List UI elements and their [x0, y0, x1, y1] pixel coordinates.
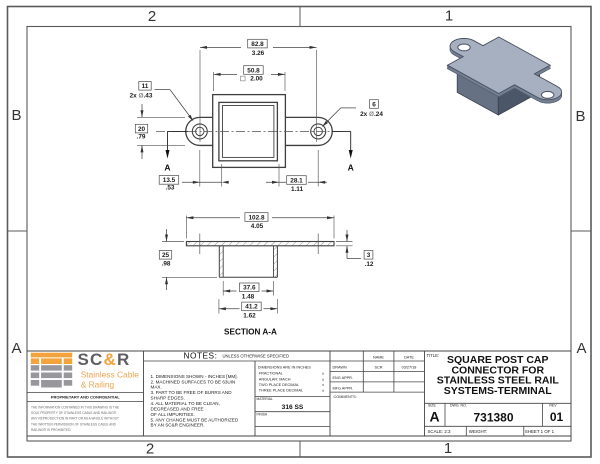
svg-text:NOTES:: NOTES:	[184, 351, 218, 361]
svg-text:316 SS: 316 SS	[282, 404, 304, 411]
svg-text:SQUARE POST CAP: SQUARE POST CAP	[447, 354, 549, 366]
svg-text:& Railing: & Railing	[81, 379, 115, 389]
svg-text:MFG APPR.: MFG APPR.	[333, 386, 354, 390]
svg-text:ANGULAR: MACH: ANGULAR: MACH	[259, 377, 291, 381]
svg-text:SCALE: 2:3: SCALE: 2:3	[428, 429, 451, 434]
svg-text:1.11: 1.11	[291, 186, 304, 193]
svg-text:731380: 731380	[473, 410, 513, 424]
svg-text:WEIGHT:: WEIGHT:	[469, 429, 487, 434]
svg-text:NAME: NAME	[373, 356, 384, 360]
svg-text:25: 25	[162, 252, 170, 259]
svg-text:REV: REV	[549, 404, 557, 408]
svg-text:2: 2	[148, 8, 156, 25]
svg-text:50.8: 50.8	[247, 67, 260, 74]
svg-text:TWO PLACE DECIMAL: TWO PLACE DECIMAL	[259, 383, 299, 387]
svg-text:2.00: 2.00	[250, 76, 263, 83]
svg-text:DWG. NO.: DWG. NO.	[450, 404, 467, 408]
svg-text:B: B	[11, 107, 21, 124]
svg-text:FINISH: FINISH	[257, 412, 268, 416]
svg-text:20: 20	[138, 126, 146, 133]
svg-text:FRACTIONAL: FRACTIONAL	[259, 372, 283, 376]
svg-text:BY AN SC&R ENGINEER.: BY AN SC&R ENGINEER.	[151, 423, 205, 428]
svg-text:±: ±	[322, 372, 324, 376]
svg-text:2: 2	[146, 441, 154, 458]
svg-text:DIMENSIONS ARE IN INCHES: DIMENSIONS ARE IN INCHES	[258, 366, 311, 370]
svg-text:2x Ø.43: 2x Ø.43	[130, 93, 153, 100]
svg-text:TITLE:: TITLE:	[427, 353, 440, 358]
svg-text:82.8: 82.8	[251, 41, 264, 48]
svg-text:DRAWN: DRAWN	[333, 366, 347, 370]
svg-text:13.5: 13.5	[163, 177, 176, 184]
svg-text:41.2: 41.2	[245, 304, 258, 311]
svg-text:A: A	[348, 163, 354, 173]
svg-text:4. ALL MATERIAL TO BE CLEAN,: 4. ALL MATERIAL TO BE CLEAN,	[151, 401, 220, 406]
svg-text:102.8: 102.8	[249, 214, 265, 221]
svg-text:3.26: 3.26	[252, 50, 265, 57]
svg-text:3: 3	[367, 252, 371, 259]
svg-text:DEGREASED AND FREE: DEGREASED AND FREE	[151, 406, 204, 411]
svg-text:1. DIMENSIONS SHOWN - INCHES [: 1. DIMENSIONS SHOWN - INCHES [MM].	[151, 374, 238, 379]
svg-text:2x Ø.24: 2x Ø.24	[360, 111, 383, 118]
svg-text:01: 01	[550, 410, 564, 424]
svg-text:A: A	[429, 409, 439, 425]
svg-text:Stainless Cable: Stainless Cable	[81, 370, 140, 380]
svg-text:.98: .98	[162, 261, 171, 268]
svg-text:SYSTEMS-TERMINAL: SYSTEMS-TERMINAL	[444, 385, 553, 397]
svg-text:CONNECTOR FOR: CONNECTOR FOR	[451, 364, 544, 376]
svg-text:4.05: 4.05	[251, 223, 264, 230]
svg-text:RAILING® IS PROHIBITED.: RAILING® IS PROHIBITED.	[31, 428, 71, 432]
svg-text:28.1: 28.1	[290, 177, 303, 184]
svg-text:UNLESS OTHERWISE SPECIFIED: UNLESS OTHERWISE SPECIFIED	[223, 353, 289, 358]
svg-text:ENG APPR.: ENG APPR.	[333, 376, 353, 380]
svg-text:±: ±	[322, 383, 324, 387]
svg-text:THE INFORMATION CONTAINED IN T: THE INFORMATION CONTAINED IN THIS DRAWIN…	[31, 406, 119, 410]
svg-text:A: A	[11, 340, 21, 357]
svg-text:SCR: SCR	[374, 366, 382, 370]
svg-text:DATE: DATE	[404, 356, 414, 360]
svg-text:ANY REPRODUCTION IN PART OR AS: ANY REPRODUCTION IN PART OR AS A WHOLE W…	[31, 417, 119, 421]
svg-text:SOLE PROPERTY OF STAINLESS CAB: SOLE PROPERTY OF STAINLESS CABLE AND RAI…	[31, 411, 117, 415]
svg-text:THE WRITTEN PERMISSION OF STAI: THE WRITTEN PERMISSION OF STAINLESS CABL…	[31, 422, 117, 426]
svg-text:1.48: 1.48	[242, 293, 255, 300]
svg-text:.12: .12	[365, 261, 374, 268]
svg-text:5. ANY CHANGE MUST BE AUTHORIZ: 5. ANY CHANGE MUST BE AUTHORIZED	[151, 417, 239, 422]
svg-text:3. PART TO BE FREE OF BURRS AN: 3. PART TO BE FREE OF BURRS AND	[151, 390, 233, 395]
svg-text:2. MACHINED SURFACES TO BE 63U: 2. MACHINED SURFACES TO BE 63UIN	[151, 379, 236, 384]
svg-text:OF ALL IMPURITIES.: OF ALL IMPURITIES.	[151, 412, 195, 417]
svg-text:.79: .79	[137, 134, 146, 141]
svg-text:±: ±	[322, 388, 324, 392]
svg-text:SIZE: SIZE	[428, 404, 436, 408]
svg-text:SHEET 1 OF 1: SHEET 1 OF 1	[525, 429, 555, 434]
svg-text:±: ±	[322, 377, 324, 381]
svg-text:A: A	[576, 340, 586, 357]
svg-text:COMMENTS:: COMMENTS:	[334, 395, 357, 399]
svg-text:.53: .53	[166, 185, 175, 192]
svg-text:6: 6	[372, 101, 376, 108]
svg-text:PROPRIETARY AND CONFIDENTIAL: PROPRIETARY AND CONFIDENTIAL	[51, 395, 120, 400]
svg-text:1.62: 1.62	[243, 312, 256, 319]
svg-text:03/27/18: 03/27/18	[402, 366, 417, 370]
svg-text:11: 11	[142, 83, 149, 90]
svg-text:SECTION A-A: SECTION A-A	[224, 328, 277, 337]
svg-text:A: A	[164, 163, 170, 173]
svg-text:SC&R: SC&R	[78, 350, 131, 369]
svg-text:STAINLESS STEEL RAIL: STAINLESS STEEL RAIL	[437, 375, 560, 387]
svg-text:37.6: 37.6	[243, 285, 256, 292]
svg-text:1: 1	[444, 440, 452, 457]
svg-text:B: B	[575, 108, 585, 125]
svg-text:MATERIAL: MATERIAL	[257, 397, 273, 401]
svg-text:1: 1	[445, 8, 453, 25]
svg-text:MAX.: MAX.	[151, 385, 162, 390]
svg-text:THREE PLACE DECIMAL: THREE PLACE DECIMAL	[259, 388, 303, 392]
svg-text:SHARP EDGES.: SHARP EDGES.	[151, 396, 185, 401]
